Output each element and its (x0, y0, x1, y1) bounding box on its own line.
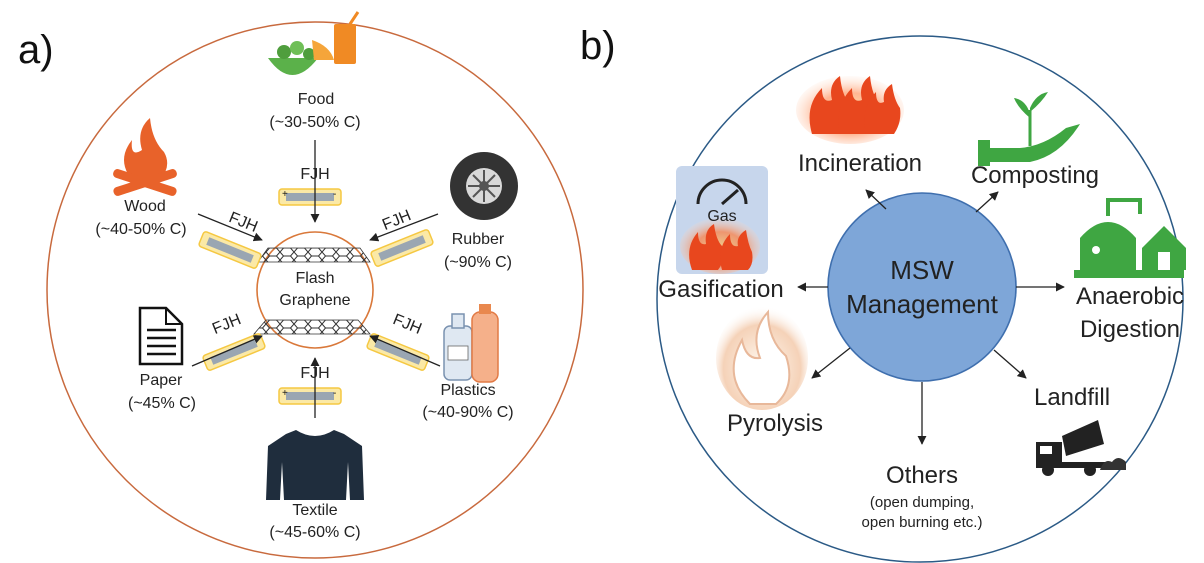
panel-a-label: a) (18, 28, 54, 72)
svg-text:-: - (333, 189, 336, 200)
fjh-chip-top: + - (278, 188, 342, 206)
others-note-line1: (open dumping, (869, 494, 975, 511)
plastics-label: Plastics (440, 382, 496, 399)
msw-label-line1: MSW (890, 255, 954, 285)
dump-truck-icon (1036, 420, 1126, 476)
msw-center-circle (827, 192, 1017, 382)
landfill-label: Landfill (1033, 384, 1111, 411)
panel-a-outer-circle (46, 21, 584, 559)
document-icon (138, 306, 184, 366)
incineration-label: Incineration (797, 150, 923, 177)
arrow-pyrolysis (811, 347, 851, 379)
arrow-landfill (993, 349, 1027, 379)
msw-label-line2: Management (846, 289, 998, 319)
wood-carbon: (~40-50% C) (95, 221, 187, 238)
tire-icon (450, 152, 518, 220)
panel-b-outer-circle (656, 35, 1184, 563)
svg-text:+: + (282, 189, 288, 200)
fjh-label-bottom: FJH (300, 365, 330, 382)
flame-icon (716, 306, 808, 410)
graphene-label-line1: Flash (295, 270, 335, 287)
gas-badge: Gas (707, 208, 737, 225)
digester-icon (1074, 198, 1186, 278)
gauge-fire-icon (676, 166, 768, 274)
arrow-wood (197, 213, 263, 242)
paper-label: Paper (139, 372, 183, 389)
graphene-label-line2: Graphene (279, 292, 351, 309)
fjh-chip-bottom: + - (278, 387, 342, 405)
graphene-sheet-bottom-icon (253, 319, 371, 335)
others-note-line2: open burning etc.) (861, 514, 983, 531)
textile-carbon: (~45-60% C) (269, 524, 361, 541)
shirt-icon (266, 430, 364, 500)
arrow-rubber (369, 213, 439, 242)
anaerobic-label: Anaerobic (1075, 283, 1185, 310)
svg-text:+: + (282, 388, 288, 399)
arrow-incineration (865, 189, 887, 210)
gasification-label: Gasification (658, 276, 784, 303)
plant-in-hand-icon (978, 92, 1080, 166)
textile-label: Textile (292, 502, 338, 519)
fjh-chip-upper-right (370, 229, 434, 267)
graphene-sheet-top-icon (257, 247, 371, 263)
composting-label: Composting (970, 162, 1100, 189)
arrow-plastics (369, 335, 441, 367)
campfire-icon (113, 118, 177, 196)
food-carbon: (~30-50% C) (269, 114, 361, 131)
panel-b-label: b) (580, 24, 616, 68)
wood-label: Wood (124, 198, 166, 215)
rubber-label: Rubber (451, 231, 505, 248)
fjh-chip-upper-left (198, 231, 262, 269)
food-icon (268, 11, 360, 75)
digestion-label: Digestion (1079, 316, 1181, 343)
svg-text:-: - (333, 388, 336, 399)
arrow-composting (975, 191, 999, 213)
food-label: Food (297, 91, 335, 108)
arrow-paper (191, 335, 263, 367)
plastics-carbon: (~40-90% C) (422, 404, 514, 421)
rubber-carbon: (~90% C) (443, 254, 513, 271)
bottles-icon (443, 304, 499, 383)
fire-icon (796, 76, 904, 144)
pyrolysis-label: Pyrolysis (726, 410, 823, 437)
fjh-label-top: FJH (300, 166, 330, 183)
paper-carbon: (~45% C) (127, 395, 197, 412)
others-label: Others (885, 462, 959, 489)
fjh-chip-lower-right (366, 333, 430, 371)
